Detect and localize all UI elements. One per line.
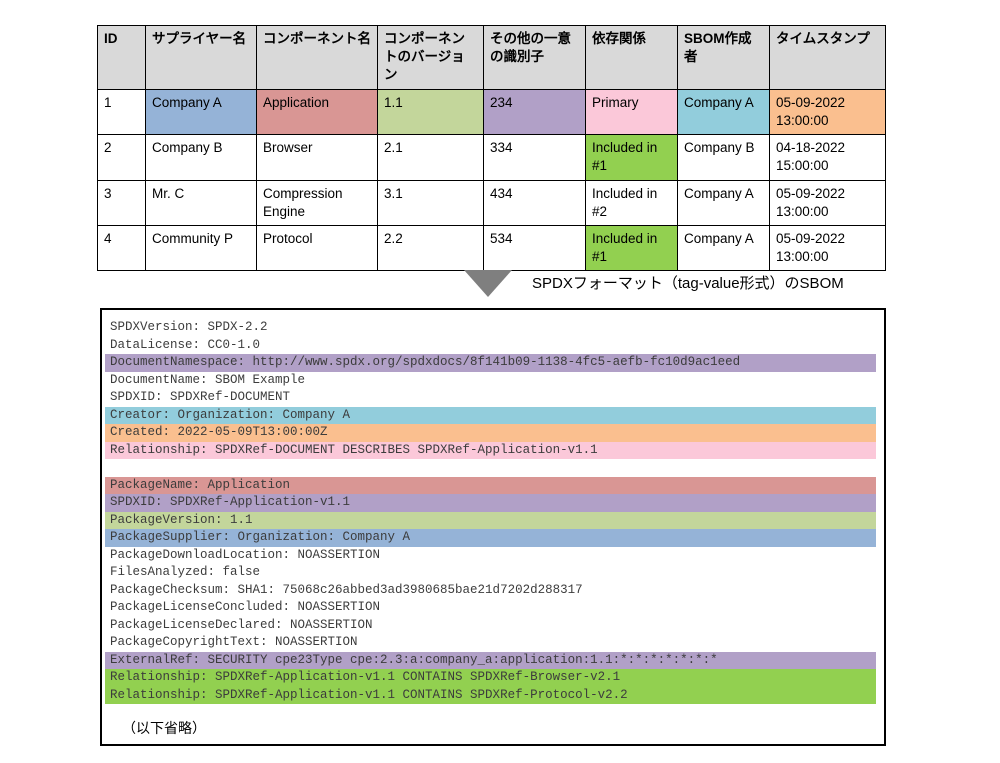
sbom-code-line: SPDXVersion: SPDX-2.2 bbox=[110, 320, 268, 334]
table-cell: Company B bbox=[677, 134, 770, 181]
table-cell: Company A bbox=[145, 88, 257, 136]
table-cell: Company B bbox=[145, 134, 257, 181]
col-header-component: コンポーネント名 bbox=[256, 25, 378, 90]
sbom-code-line: SPDXID: SPDXRef-Application-v1.1 bbox=[105, 494, 876, 512]
sbom-format-caption: SPDXフォーマット（tag-value形式）のSBOM bbox=[532, 275, 844, 292]
sbom-code-line: PackageName: Application bbox=[105, 476, 876, 494]
table-cell: Company A bbox=[677, 179, 770, 226]
sbom-code-line: PackageSupplier: Organization: Company A bbox=[105, 529, 876, 547]
col-header-dependency: 依存関係 bbox=[585, 25, 678, 90]
component-table: ID サプライヤー名 コンポーネント名 コンポーネントのバージョン その他の一意… bbox=[97, 25, 886, 272]
col-header-version: コンポーネントのバージョン bbox=[377, 25, 484, 90]
table-cell: Company A bbox=[677, 224, 770, 272]
col-header-author: SBOM作成者 bbox=[677, 25, 770, 90]
down-arrow-icon bbox=[464, 270, 512, 297]
table-cell: Browser bbox=[256, 134, 378, 181]
table-cell: 334 bbox=[483, 134, 586, 181]
table-cell: 05-09-2022 13:00:00 bbox=[769, 88, 886, 136]
table-cell: 2 bbox=[97, 134, 146, 181]
sbom-code-line: PackageLicenseConcluded: NOASSERTION bbox=[110, 600, 381, 614]
table-cell: Compression Engine bbox=[256, 179, 378, 226]
sbom-code-line: Creator: Organization: Company A bbox=[105, 406, 876, 424]
table-cell: 1.1 bbox=[377, 88, 484, 136]
sbom-code-line: Relationship: SPDXRef-DOCUMENT DESCRIBES… bbox=[105, 441, 876, 459]
sbom-code-line: PackageChecksum: SHA1: 75068c26abbed3ad3… bbox=[110, 582, 583, 597]
sbom-code-line: Relationship: SPDXRef-Application-v1.1 C… bbox=[105, 686, 876, 704]
sbom-code-line: ExternalRef: SECURITY cpe23Type cpe:2.3:… bbox=[105, 651, 876, 669]
table-cell: 3.1 bbox=[377, 179, 484, 226]
table-cell: Mr. C bbox=[145, 179, 257, 226]
table-cell: Application bbox=[256, 88, 378, 136]
sbom-code-line: DocumentNamespace: http://www.spdx.org/s… bbox=[105, 354, 876, 372]
omitted-below-note: （以下省略） bbox=[122, 720, 206, 736]
sbom-code-line: FilesAnalyzed: false bbox=[110, 565, 261, 579]
table-cell: Included in #2 bbox=[585, 179, 678, 226]
component-table-header: ID サプライヤー名 コンポーネント名 コンポーネントのバージョン その他の一意… bbox=[97, 25, 886, 90]
col-header-supplier: サプライヤー名 bbox=[145, 25, 257, 90]
table-cell: Community P bbox=[145, 224, 257, 272]
sbom-code-line: SPDXID: SPDXRef-DOCUMENT bbox=[110, 390, 291, 404]
table-cell: 2.2 bbox=[377, 224, 484, 272]
col-header-unique-id: その他の一意の識別子 bbox=[483, 25, 586, 90]
table-cell: Primary bbox=[585, 88, 678, 136]
sbom-code-line: DataLicense: CC0-1.0 bbox=[110, 337, 261, 352]
sbom-code-line: PackageVersion: 1.1 bbox=[105, 511, 876, 529]
table-cell: Protocol bbox=[256, 224, 378, 272]
table-cell: 234 bbox=[483, 88, 586, 136]
sbom-code-line: Created: 2022-05-09T13:00:00Z bbox=[105, 424, 876, 442]
sbom-code-line: DocumentName: SBOM Example bbox=[110, 372, 306, 387]
sbom-code-line: Relationship: SPDXRef-Application-v1.1 C… bbox=[105, 669, 876, 687]
table-cell: Included in #1 bbox=[585, 224, 678, 272]
col-header-id: ID bbox=[97, 25, 146, 90]
table-cell: 1 bbox=[97, 88, 146, 136]
table-cell: 05-09-2022 13:00:00 bbox=[769, 224, 886, 272]
table-cell: Included in #1 bbox=[585, 134, 678, 181]
table-cell: 434 bbox=[483, 179, 586, 226]
table-cell: 04-18-2022 15:00:00 bbox=[769, 134, 886, 181]
sbom-code-line: PackageDownloadLocation: NOASSERTION bbox=[110, 547, 381, 562]
col-header-timestamp: タイムスタンプ bbox=[769, 25, 886, 90]
table-cell: 2.1 bbox=[377, 134, 484, 181]
table-cell: 534 bbox=[483, 224, 586, 272]
table-cell: 3 bbox=[97, 179, 146, 226]
sbom-code-line: PackageCopyrightText: NOASSERTION bbox=[110, 635, 358, 649]
table-cell: 4 bbox=[97, 224, 146, 272]
header-row: ID サプライヤー名 コンポーネント名 コンポーネントのバージョン その他の一意… bbox=[97, 25, 886, 90]
table-cell: Company A bbox=[677, 88, 770, 136]
sbom-code-line: PackageLicenseDeclared: NOASSERTION bbox=[110, 617, 373, 632]
table-cell: 05-09-2022 13:00:00 bbox=[769, 179, 886, 226]
sbom-code-line bbox=[105, 459, 876, 477]
